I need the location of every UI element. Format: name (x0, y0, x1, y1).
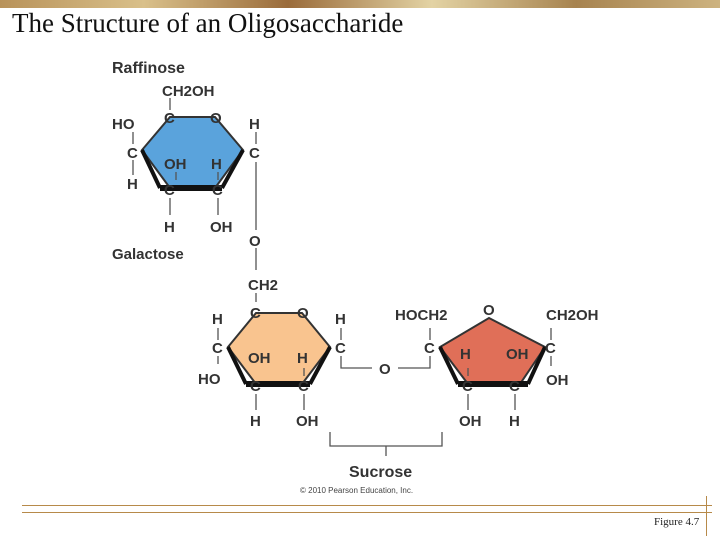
glucose-ring-c-top: C (250, 305, 261, 322)
galactose-unit: Raffinose CH2OH C O H HO C C H OH H C C … (112, 60, 278, 302)
glucose-bottom-c1: C (250, 378, 261, 395)
footer-divider-tick (706, 496, 707, 536)
fructose-ring-c-right: C (545, 340, 556, 357)
galactose-ring-c-left: C (127, 145, 138, 162)
fructose-bottom-h: H (509, 413, 520, 430)
fructose-bottom-c2: C (509, 378, 520, 395)
fructose-bottom-c1: C (462, 378, 473, 395)
glucose-bottom-oh: OH (296, 413, 319, 430)
galactose-bottom-c1: C (164, 182, 175, 199)
galactose-ring-c-top: C (164, 110, 175, 127)
glucose-bottom-h: H (250, 413, 261, 430)
galactose-bottom-c2: C (212, 182, 223, 199)
galactose-ch2oh: CH2OH (162, 83, 215, 100)
glucose-inner-h: H (297, 350, 308, 367)
fructose-right-oh: OH (546, 372, 569, 389)
fructose-bottom-oh: OH (459, 413, 482, 430)
fructose-ring-c-left: C (424, 340, 435, 357)
glucose-ring-c-right: C (335, 340, 346, 357)
galactose-bottom-h: H (164, 219, 175, 236)
copyright-credit: © 2010 Pearson Education, Inc. (300, 486, 413, 495)
glucose-inner-oh: OH (248, 350, 271, 367)
galactose-ring-o: O (210, 110, 222, 127)
galactose-h-left-down: H (127, 176, 138, 193)
sucrose-label: Sucrose (349, 464, 412, 481)
top-decorative-banner (0, 0, 720, 8)
footer-divider-bottom (22, 512, 712, 513)
galactose-label: Galactose (112, 246, 184, 263)
fructose-hoch2: HOCH2 (395, 307, 448, 324)
galactose-link-o: O (249, 233, 261, 250)
galactose-bottom-oh: OH (210, 219, 233, 236)
galactose-link-ch2: CH2 (248, 277, 278, 294)
glucose-ring-c-left: C (212, 340, 223, 357)
fructose-ch2oh: CH2OH (546, 307, 599, 324)
glucose-unit: C O H H C C HO OH H C C H OH O (198, 305, 431, 430)
glucose-h-right: H (335, 311, 346, 328)
galactose-inner-oh: OH (164, 156, 187, 173)
fructose-ring (438, 316, 547, 385)
galactose-inner-h: H (211, 156, 222, 173)
glucose-ho-left: HO (198, 371, 221, 388)
raffinose-heading: Raffinose (112, 60, 185, 77)
glucose-ring-o: O (297, 305, 309, 322)
galactose-ho-left: HO (112, 116, 135, 133)
fructose-inner-oh: OH (506, 346, 529, 363)
glycosidic-o: O (379, 361, 391, 378)
galactose-h-right: H (249, 116, 260, 133)
figure-label: Figure 4.7 (654, 516, 700, 528)
fructose-ring-o: O (483, 302, 495, 319)
sucrose-bracket (329, 432, 443, 447)
slide-title: The Structure of an Oligosaccharide (12, 8, 404, 38)
fructose-unit: HOCH2 O CH2OH C C H OH OH C C OH H (395, 302, 599, 430)
fructose-inner-h: H (460, 346, 471, 363)
glucose-h-left: H (212, 311, 223, 328)
footer-divider-top (22, 505, 712, 506)
galactose-ring-c-right: C (249, 145, 260, 162)
glucose-bottom-c2: C (298, 378, 309, 395)
